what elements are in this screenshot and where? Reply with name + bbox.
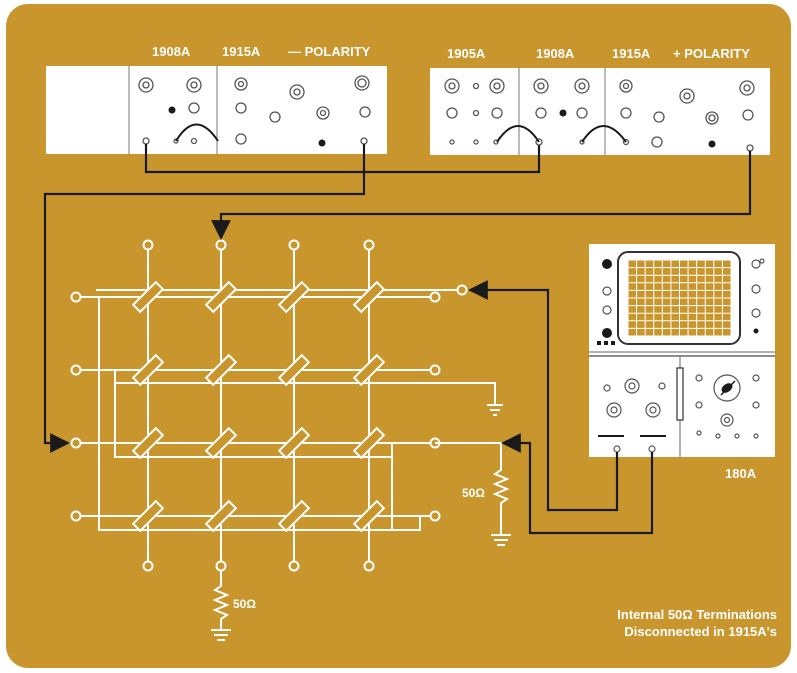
left-module-label-2: 1915A	[222, 44, 261, 59]
right-resistor-label: 50Ω	[462, 486, 485, 500]
crosspoint-switch	[204, 353, 238, 387]
crosspoint-switch	[352, 280, 386, 314]
crosspoint-switch	[204, 280, 238, 314]
left-module-panel	[46, 66, 387, 154]
right-module-label-3: 1915A	[612, 46, 651, 61]
crosspoint-switch	[277, 353, 311, 387]
crosspoint-switch	[277, 426, 311, 460]
note-line-2: Disconnected in 1915A's	[624, 624, 777, 639]
matrix-crosspoints	[131, 280, 386, 533]
crosspoint-switch	[277, 280, 311, 314]
scope-model-label: 180A	[725, 466, 757, 481]
right-module-panel	[430, 68, 770, 155]
crosspoint-switch	[131, 426, 165, 460]
right-module-label-1: 1905A	[447, 46, 486, 61]
crosspoint-switch	[352, 353, 386, 387]
right-module-label-2: 1908A	[536, 46, 575, 61]
right-polarity-label: + POLARITY	[673, 46, 750, 61]
left-polarity-label: — POLARITY	[288, 44, 371, 59]
crosspoint-switch	[131, 499, 165, 533]
signal-wires	[43, 144, 752, 535]
oscilloscope-180a	[589, 244, 775, 457]
background	[6, 4, 791, 668]
crosspoint-switch	[204, 426, 238, 460]
crosspoint-switch	[352, 426, 386, 460]
bottom-resistor-label: 50Ω	[233, 597, 256, 611]
crosspoint-switch	[352, 499, 386, 533]
right-termination	[435, 404, 511, 546]
note-line-1: Internal 50Ω Terminations	[617, 607, 777, 622]
crosspoint-switch	[277, 499, 311, 533]
left-module-label-1: 1908A	[152, 44, 191, 59]
scope-graticule	[627, 259, 732, 337]
matrix-terminals	[70, 239, 468, 572]
crosspoint-switch	[131, 280, 165, 314]
crosspoint-switch	[131, 353, 165, 387]
crosspoint-switch	[204, 499, 238, 533]
bottom-termination	[211, 570, 231, 641]
